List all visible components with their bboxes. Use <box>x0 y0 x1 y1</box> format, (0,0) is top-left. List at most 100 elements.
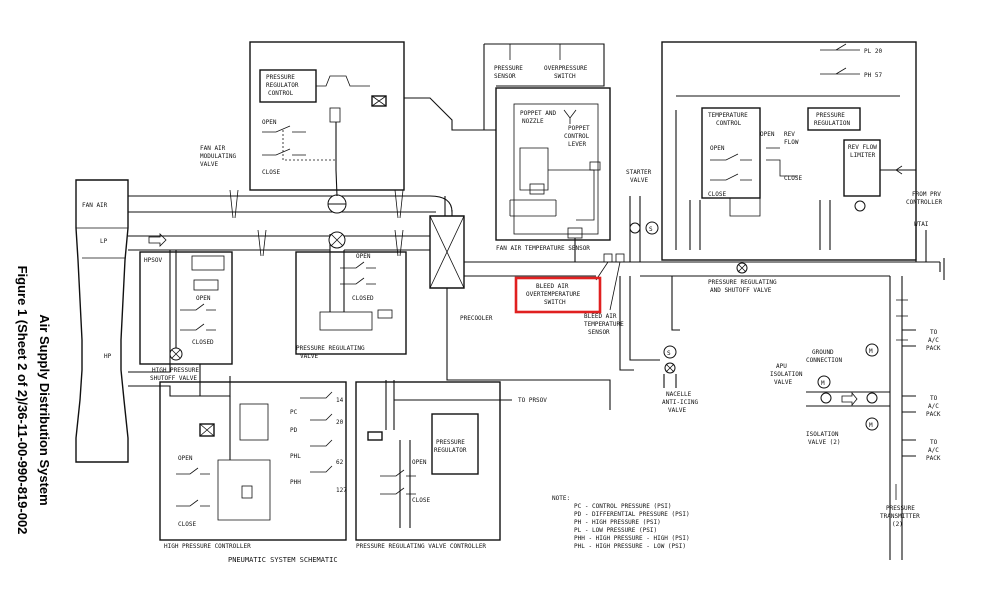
ground-label-1: GROUND <box>812 349 834 356</box>
temp-control-label-2: CONTROL <box>716 120 742 127</box>
rev-flow-label-1: REV <box>784 131 795 138</box>
apu-label-1: APU <box>776 363 787 370</box>
note-line-3: PH - HIGH PRESSURE (PSI) <box>574 519 661 526</box>
to-ac-pack-2a: TO <box>930 395 938 402</box>
press-reg-label-1: PRESSURE <box>816 112 845 119</box>
nacelle-label-1: NACELLE <box>666 391 692 398</box>
prsov-right-label-2: AND SHUTOFF VALVE <box>710 287 772 294</box>
hpc-open-label: OPEN <box>178 455 193 462</box>
prvc-label: PRESSURE REGULATING VALVE CONTROLLER <box>356 543 486 550</box>
rev-flow-limiter-label-1: REV FLOW <box>848 144 877 151</box>
prc-label-3: CONTROL <box>268 90 294 97</box>
prc-label-1: PRESSURE <box>266 74 295 81</box>
schematic-title: PNEUMATIC SYSTEM SCHEMATIC <box>228 556 338 564</box>
hpsov-name-1: HIGH PRESSURE <box>152 367 199 374</box>
nacelle-label-2: ANTI-ICING <box>662 399 699 406</box>
prc-label-2: REGULATOR <box>266 82 299 89</box>
overpressure-label-2: SWITCH <box>554 73 576 80</box>
pressure-regulator-control: PRESSURE REGULATOR CONTROL FAN AIR MODUL… <box>200 41 496 197</box>
starter-valve: STARTER VALVE S <box>626 169 659 262</box>
poppet-nozzle-label-1: POPPET AND <box>520 110 557 117</box>
press-reg-label-2: REGULATION <box>814 120 851 127</box>
apu-label-3: VALVE <box>774 379 792 386</box>
v20-label: 20 <box>336 419 344 426</box>
side-title-line2: Figure 1 (Sheet 2 of 2)/36-11-00-990-819… <box>15 266 30 535</box>
to-ac-pack-1a: TO <box>930 329 938 336</box>
prsov-closed-label: CLOSED <box>352 295 374 302</box>
prsov-controller: OPEN CLOSED PRESSURE REGULATING VALVE <box>295 250 407 360</box>
high-pressure-controller: HIGH PRESSURE CONTROLLER OPEN CLOSE PC P… <box>159 381 347 550</box>
temp-control-label-1: TEMPERATURE <box>708 112 748 119</box>
overpressure-label-1: OVERPRESSURE <box>544 65 588 72</box>
fats-label: FAN AIR TEMPERATURE SENSOR <box>496 245 590 252</box>
poppet-lever-label-2: CONTROL <box>564 133 590 140</box>
hpsov-closed-label: CLOSED <box>192 339 214 346</box>
from-prv-label-2: CONTROLLER <box>906 199 943 206</box>
bats-label-1: BLEED AIR <box>584 313 617 320</box>
pt-label-1: PRESSURE <box>886 505 915 512</box>
regulator-label-1: PRESSURE <box>436 439 465 446</box>
phh-label: PHH <box>290 479 301 486</box>
prv-label-1: PRESSURE REGULATING <box>296 345 365 352</box>
bleed-manifold: S NACELLE ANTI-ICING VALVE <box>619 258 945 414</box>
engine-section: FAN AIR LP HP <box>75 179 167 463</box>
bats-label-2: TEMPERATURE <box>584 321 624 328</box>
m-mark-1: M <box>869 348 873 355</box>
pd-label: PD <box>290 427 298 434</box>
lp-label: LP <box>100 238 108 245</box>
v14-label: 14 <box>336 397 344 404</box>
m-mark-3: M <box>821 380 825 387</box>
hp-label: HP <box>104 353 112 360</box>
side-title-line1: Air Supply Distribution System <box>37 314 52 505</box>
note-line-6: PHL - HIGH PRESSURE - LOW (PSI) <box>574 543 686 550</box>
fan-air-label: FAN AIR <box>82 202 108 209</box>
to-ac-pack-2c: PACK <box>926 411 941 418</box>
bats-label-3: SENSOR <box>588 329 610 336</box>
starter-s-mark: S <box>649 226 653 233</box>
famv-close-label: CLOSE <box>262 169 280 176</box>
notes: NOTE: PC - CONTROL PRESSURE (PSI) PD - D… <box>552 495 690 550</box>
pressure-sensor-label-2: SENSOR <box>494 73 516 80</box>
to-ac-pack-2b: A/C <box>928 403 939 410</box>
pl20-label: PL 20 <box>864 48 882 55</box>
hpsov-open-label: OPEN <box>196 295 211 302</box>
starter-label-2: VALVE <box>630 177 648 184</box>
v127-label: 127 <box>336 487 347 494</box>
pack-distribution: TO A/C PACK TO A/C PACK TO A/C PACK M M … <box>770 276 941 560</box>
v62-label: 62 <box>336 459 344 466</box>
to-ac-pack-1c: PACK <box>926 345 941 352</box>
poppet-lever-label-3: LEVER <box>568 141 586 148</box>
nacelle-s-mark: S <box>667 350 671 357</box>
right-controller: TEMPERATURE CONTROL PRESSURE REGULATION … <box>661 41 943 294</box>
prvc-close-label: CLOSE <box>412 497 430 504</box>
famv-open-label: OPEN <box>262 119 277 126</box>
iso-label-2: VALVE (2) <box>808 439 841 446</box>
famv-label-1: FAN AIR <box>200 145 226 152</box>
poppet-lever-label-1: POPPET <box>568 125 590 132</box>
nacelle-label-3: VALVE <box>668 407 686 414</box>
hpc-label: HIGH PRESSURE CONTROLLER <box>164 543 251 550</box>
hpsov-name-2: SHUTOFF VALVE <box>150 375 197 382</box>
side-title: Air Supply Distribution System Figure 1 … <box>15 266 52 535</box>
highlight-label-3: SWITCH <box>544 299 566 306</box>
to-ac-pack-1b: A/C <box>928 337 939 344</box>
regulator-label-2: REGULATOR <box>434 447 467 454</box>
note-title: NOTE: <box>552 495 570 502</box>
pt-label-3: (2) <box>892 521 903 528</box>
pc-label: PC <box>290 409 298 416</box>
to-ac-pack-3b: A/C <box>928 447 939 454</box>
top-sensors: PRESSURE SENSOR OVERPRESSURE SWITCH <box>483 43 605 130</box>
highlight-label-1: BLEED AIR <box>536 283 569 290</box>
fan-air-duct <box>128 189 453 219</box>
wtai-label: WTAI <box>914 221 929 228</box>
ground-label-2: CONNECTION <box>806 357 843 364</box>
prsov-right-label-1: PRESSURE REGULATING <box>708 279 777 286</box>
close-right-label-2: CLOSE <box>708 191 726 198</box>
hpsov: HPSOV OPEN CLOSED HIGH PRESSURE SHUTOFF … <box>139 251 233 396</box>
hpc-close-label: CLOSE <box>178 521 196 528</box>
bleed-air-sensors: BLEED AIR TEMPERATURE SENSOR BLEED AIR O… <box>514 253 625 336</box>
open-right-label-2: OPEN <box>710 145 725 152</box>
to-ac-pack-3a: TO <box>930 439 938 446</box>
m-mark-2: M <box>869 422 873 429</box>
